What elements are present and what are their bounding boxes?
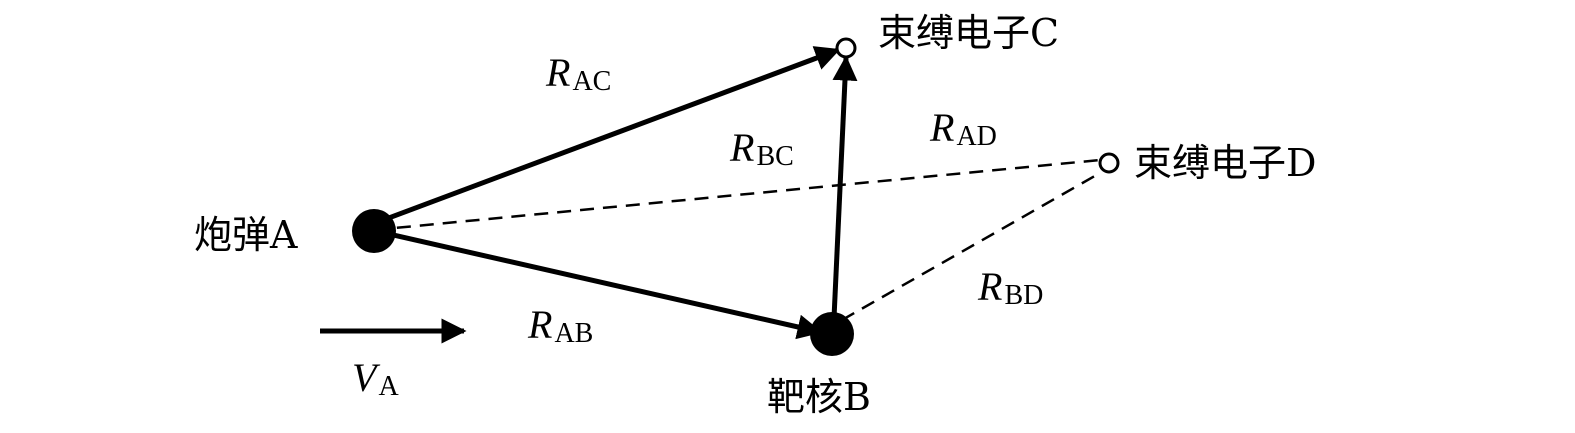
line-ad-dashed [373,158,1101,232]
label-r-ab: RAB [527,302,593,349]
line-bd-dashed [841,171,1101,322]
arrow-b-to-c [831,55,858,319]
label-electron-d: 束缚电子D [1134,141,1316,185]
node-target-b [810,312,854,356]
label-projectile-a: 炮弹A [194,213,298,257]
label-r-ad: RAD [929,105,997,152]
node-projectile-a [352,209,396,253]
node-electron-d [1098,152,1120,174]
label-electron-c: 束缚电子C [878,11,1059,55]
label-r-bd: RBD [977,264,1043,311]
label-target-b: 靶核B [767,375,871,419]
arrow-a-to-c [377,46,841,225]
arrow-a-to-b [379,229,823,340]
node-electron-c [835,37,857,59]
label-velocity: VA [352,355,399,402]
label-r-ac: RAC [545,50,611,97]
label-r-bc: RBC [729,125,794,172]
